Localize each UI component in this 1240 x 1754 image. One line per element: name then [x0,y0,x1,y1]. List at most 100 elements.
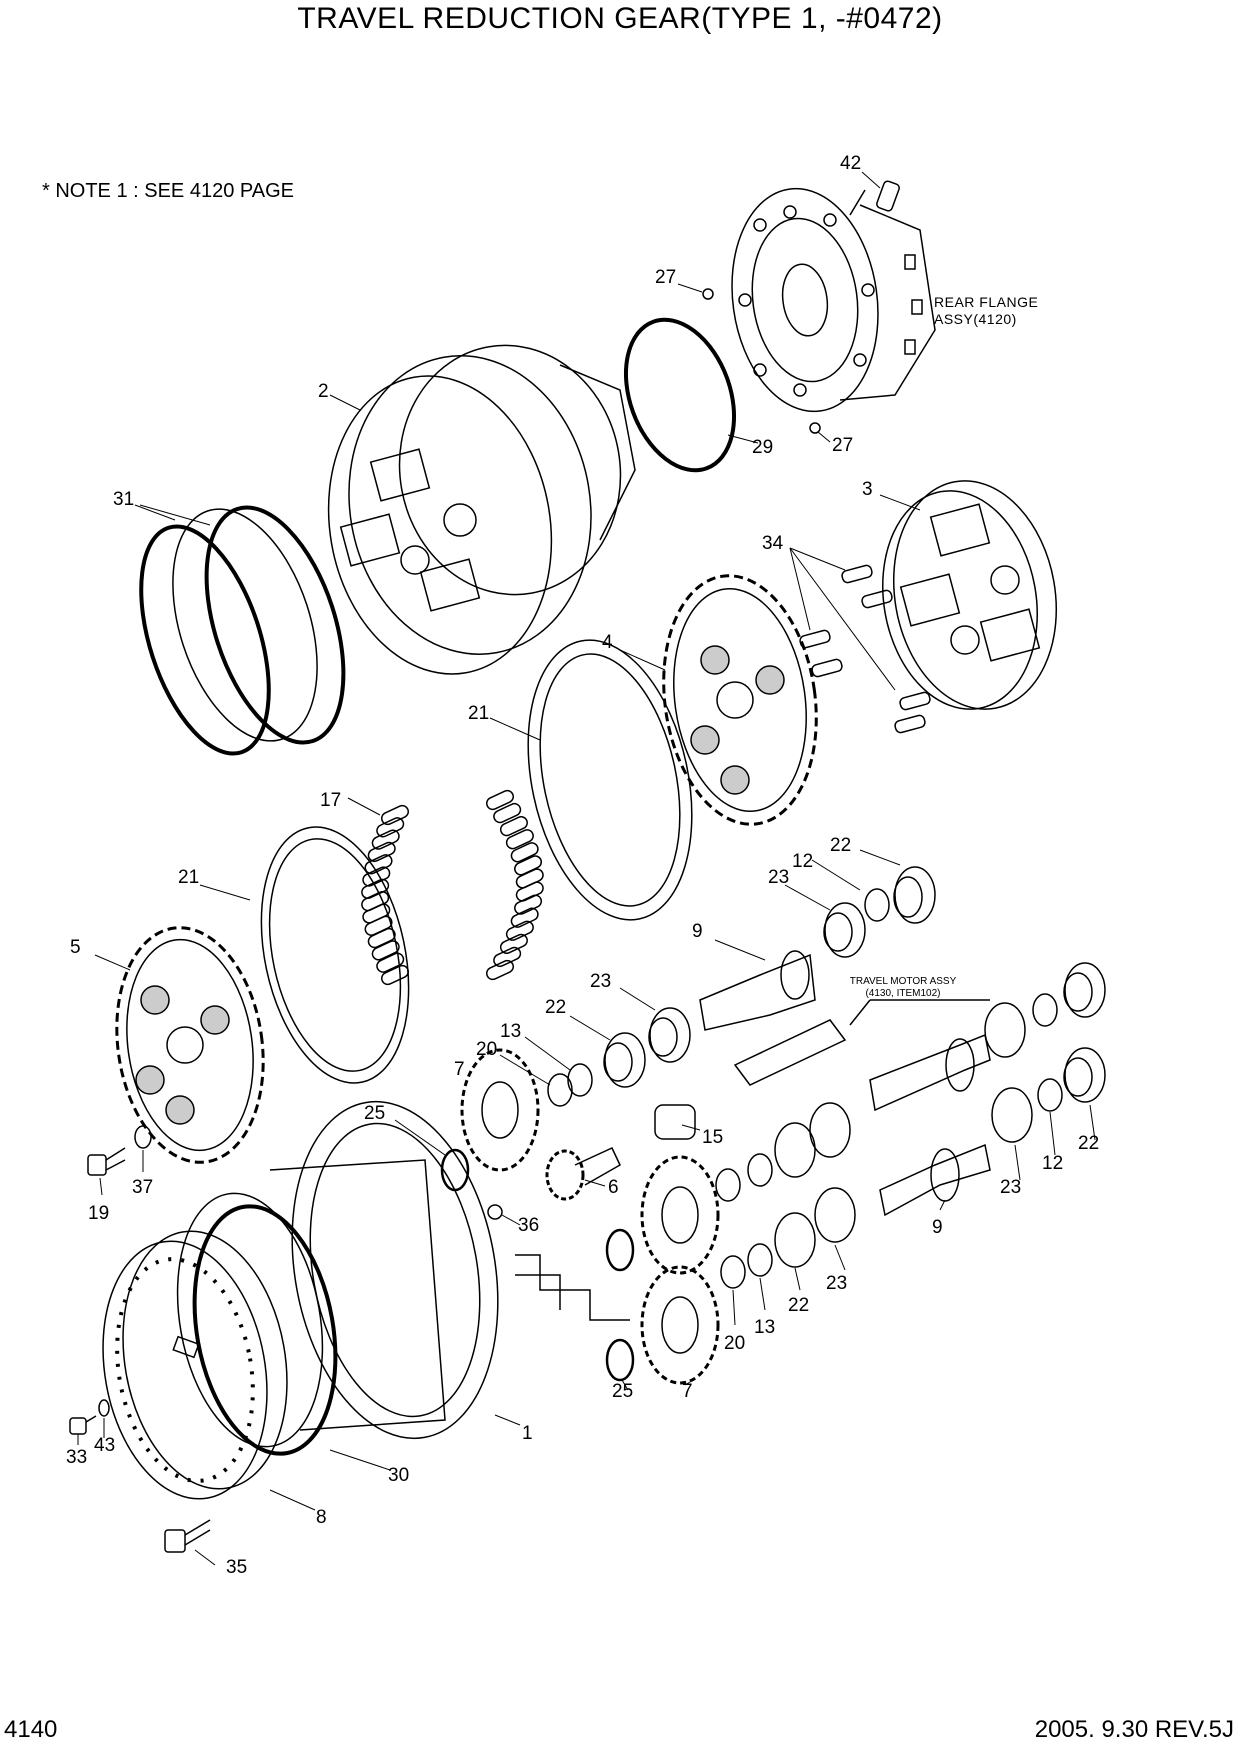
plug-36 [487,1204,503,1220]
page-title: TRAVEL REDUCTION GEAR(TYPE 1, -#0472) [297,2,943,35]
callout-20-lower: 20 [724,1333,746,1354]
needle-roller [362,866,391,887]
gear-plate-5 [115,926,265,1164]
housing-2 [327,344,636,675]
callout-2: 2 [318,381,329,402]
needle-roller [505,829,534,850]
gears-7-lower [640,1155,720,1385]
needle-roller [371,940,400,961]
callout-17: 17 [320,790,342,811]
travel-motor-label-1: TRAVEL MOTOR ASSY [849,976,957,987]
callout-23-lower: 23 [826,1273,848,1294]
callout-34: 34 [762,533,784,554]
callout-23-upper: 23 [768,867,790,888]
callout-7-lower: 7 [682,1381,693,1402]
callout-22-upper: 22 [830,835,852,856]
callout-22-mid: 22 [545,997,567,1018]
travel-motor-label-2: (4130, ITEM102) [865,988,941,999]
needle-roller [510,842,539,863]
callout-9-lower: 9 [932,1217,943,1238]
bush-15 [654,1104,696,1140]
callout-25-upper: 25 [364,1103,386,1124]
needle-roller [499,933,528,954]
pin-42 [849,180,900,216]
callout-6: 6 [608,1177,619,1198]
callout-36: 36 [518,1215,540,1236]
gear-7-upper [460,1048,540,1172]
bearing-stack-mid-left [547,1007,691,1107]
seal-31 [139,505,346,756]
callout-42: 42 [840,153,862,174]
ring-21-lower [260,826,410,1084]
retaining-ring-25-lower [605,1338,635,1382]
callout-21-upper: 21 [468,703,490,724]
needle-roller [485,959,515,981]
callout-21-lower: 21 [178,867,200,888]
rear-flange-label-1: REAR FLANGE [934,294,1039,310]
needle-roller [380,804,410,826]
callout-1: 1 [522,1423,533,1444]
callout-19: 19 [88,1203,110,1224]
callout-35: 35 [226,1557,248,1578]
plug-33 [69,1415,97,1435]
callout-13-upper: 13 [500,1021,522,1042]
callout-30: 30 [388,1465,410,1486]
needle-rollers-17 [361,789,544,986]
o-ring-27-bottom [809,422,821,434]
needle-roller [505,920,534,941]
callout-4: 4 [602,632,613,653]
needle-roller [485,789,515,811]
bolt-35 [164,1519,211,1553]
ring-21-upper [527,639,693,921]
needle-roller [367,927,396,949]
needle-roller [367,841,396,863]
callout-15: 15 [702,1127,724,1148]
callout-29: 29 [752,437,774,458]
carrier-3 [882,480,1058,710]
travel-motor-shaft [733,999,990,1086]
callout-22-lower: 22 [788,1295,810,1316]
bolt-19 [87,1147,126,1176]
o-ring-43 [98,1399,110,1417]
o-ring-29 [623,317,737,473]
callout-7-upper: 7 [454,1059,465,1080]
lower-bearing-stacks [715,1102,856,1289]
callout-27-top: 27 [655,267,677,288]
right-shaft-assembly [869,962,1106,1217]
leader-lines [77,171,1096,1566]
callout-9-upper: 9 [692,921,703,942]
needle-roller [493,946,522,968]
needle-roller [515,881,544,902]
needle-roller [493,802,522,824]
needle-roller [499,816,528,837]
callout-5: 5 [70,937,81,958]
callout-12-right: 12 [1042,1153,1064,1174]
callout-31: 31 [113,489,135,510]
retaining-ring-25-mid [605,1228,635,1272]
callout-13-lower: 13 [754,1317,776,1338]
page-number: 4140 [4,1716,58,1743]
callout-23-mid: 23 [590,971,612,992]
cover-8 [102,1230,288,1500]
needle-roller [361,878,390,899]
callout-12-upper: 12 [792,851,814,872]
callout-25-lower: 25 [612,1381,634,1402]
callout-3: 3 [862,479,873,500]
callout-37: 37 [132,1177,154,1198]
main-housing-1 [176,1100,630,1448]
callout-8: 8 [316,1507,327,1528]
needle-roller [376,952,405,973]
callout-43: 43 [94,1435,116,1456]
callout-20-upper: 20 [476,1039,498,1060]
needle-roller [371,829,400,850]
shaft-9-upper [699,950,816,1031]
needle-roller [514,894,543,915]
gear-shaft-6 [545,1147,621,1201]
callout-22-right: 22 [1078,1133,1100,1154]
callout-23-right: 23 [1000,1177,1022,1198]
revision-date: 2005. 9.30 REV.5J [1034,1716,1234,1743]
rear-flange-label-2: ASSY(4120) [934,311,1017,327]
needle-roller [376,817,405,838]
